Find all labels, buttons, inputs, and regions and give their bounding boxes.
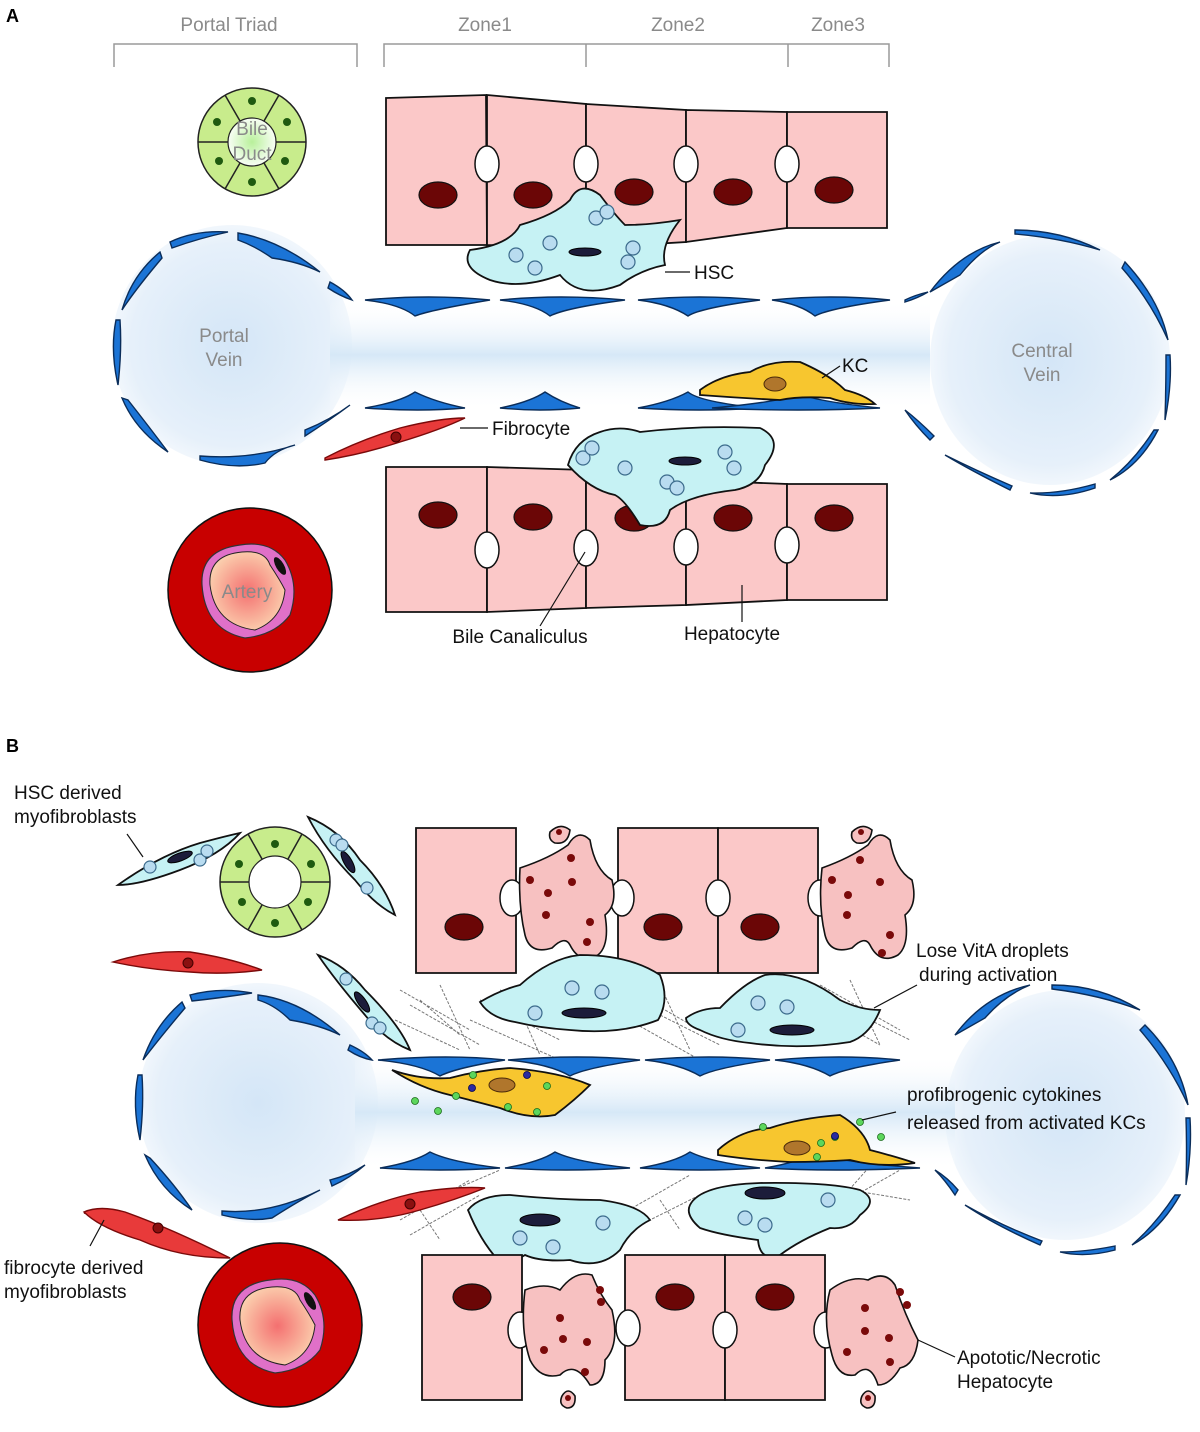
endothelium-portal-b [134,989,374,1221]
panel-a-letter: A [6,6,19,26]
cytokines-label-2: released from activated KCs [907,1113,1146,1134]
fibrocyte-label: Fibrocyte [492,419,570,440]
apoptotic-label-1: Apototic/Necrotic [957,1348,1101,1369]
vita-label-1: Lose VitA droplets [916,941,1069,962]
zone-brackets: Portal Triad Zone1 Zone2 Zone3 [113,15,890,67]
activated-kc-2 [717,1114,916,1166]
zone3-label: Zone3 [811,15,865,36]
panel-b-letter: B [6,736,19,756]
panel-a: A Portal Triad Zone1 Zone2 Zone3 Bile [6,6,1172,673]
hepatocyte-row-top-b [415,825,915,974]
central-vein-label-2: Vein [1024,365,1061,386]
portal-triad-label: Portal Triad [180,15,277,36]
endothelium-portal-a [112,231,354,467]
central-vein-label-1: Central [1011,341,1072,362]
activated-kc-1 [391,1067,592,1118]
zone2-label: Zone2 [651,15,705,36]
activated-hsc-top [478,954,882,1048]
bile-duct-b [219,826,331,938]
hsc-myofib-label-2: myofibroblasts [14,807,137,828]
artery-a: Artery [167,507,333,673]
hepatocyte-row-bottom-a: Bile Canaliculus Hepatocyte [385,466,888,648]
bile-duct-label-2: Duct [232,144,272,165]
fib-myofib-label-2: myofibroblasts [4,1282,127,1303]
fib-myofib-label-1: fibrocyte derived [4,1258,143,1279]
bile-duct-label-1: Bile [236,119,268,140]
activated-hsc-bottom [466,1181,871,1265]
zone1-label: Zone1 [458,15,512,36]
hepatocyte-label: Hepatocyte [684,624,780,645]
endothelium-top-row-a [364,296,891,317]
fibrocyte-myofib-1 [110,951,263,974]
hepatocyte-row-bottom-b [421,1254,919,1409]
endothelium-central-b [934,984,1192,1256]
apoptotic-label-2: Hepatocyte [957,1372,1053,1393]
fibrocyte-myofib-2 [82,1186,486,1259]
sinusoid-b [138,983,1185,1240]
hsc-label: HSC [694,263,734,284]
zone-bracket [383,43,890,67]
portal-vein-label-1: Portal [199,326,249,347]
bile-duct-a: Bile Duct [197,87,307,197]
vita-label-2: during activation [919,965,1057,986]
hsc-top-a: HSC [466,187,734,292]
bile-canaliculus-label: Bile Canaliculus [452,627,587,648]
endothelium-central-a [904,229,1172,497]
artery-b [197,1242,363,1408]
cytokines-label-1: profibrogenic cytokines [907,1085,1101,1106]
fibrocyte-a: Fibrocyte [324,417,570,461]
hsc-myofibroblasts [115,815,412,1052]
endothelium-top-row-b [377,1056,901,1077]
hsc-bottom-a [567,426,775,527]
portal-vein-label-2: Vein [206,350,243,371]
hsc-myofib-label-1: HSC derived [14,783,122,804]
artery-label: Artery [222,582,273,603]
endothelium-bottom-row-a [364,391,881,411]
portal-triad-bracket [113,43,358,67]
panel-b: B HSC derived myofibroblasts [4,736,1192,1409]
kc-label: KC [842,356,868,377]
kupffer-cell-a: KC [699,356,878,406]
